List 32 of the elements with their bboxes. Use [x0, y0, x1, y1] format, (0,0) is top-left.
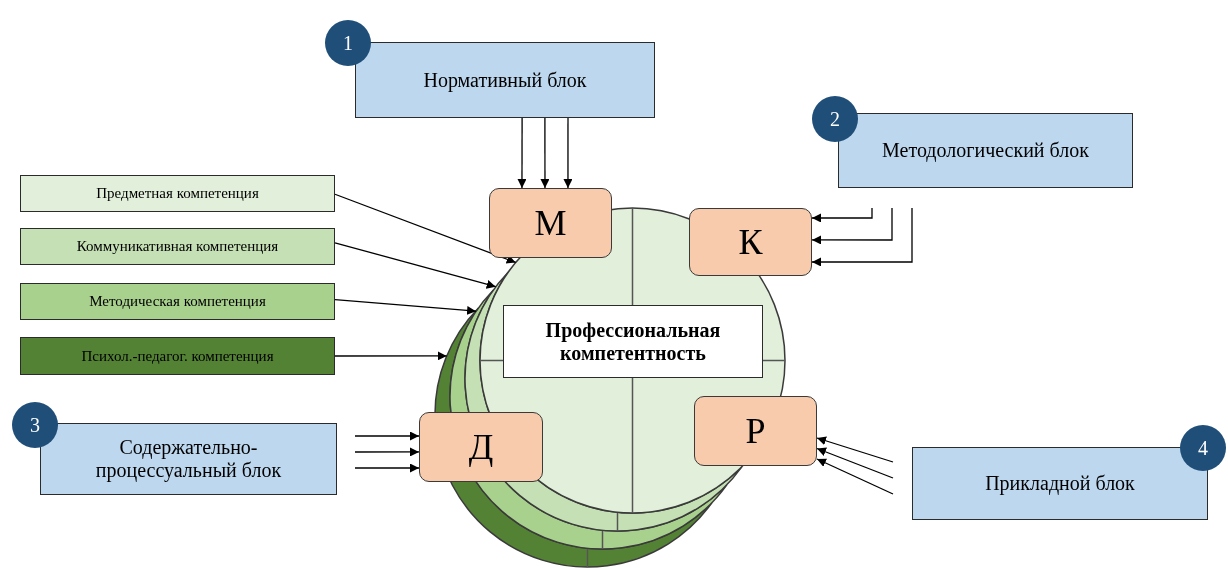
arrow [334, 351, 448, 361]
arrow [816, 436, 894, 463]
number-badge: 2 [812, 96, 858, 142]
arrow [563, 117, 573, 189]
block-box: Нормативный блок [355, 42, 655, 118]
competence-box: Коммуникативная компетенция [20, 228, 335, 265]
letter-box: М [489, 188, 612, 258]
arrow [816, 447, 894, 479]
center-box: Профессиональная компетентность [503, 305, 763, 378]
block-box: Содержательно-процессуальный блок [40, 423, 337, 495]
letter-box: Р [694, 396, 817, 466]
arrow [811, 207, 913, 267]
arrow [517, 117, 527, 189]
competence-box: Предметная компетенция [20, 175, 335, 212]
block-box: Методологический блок [838, 113, 1133, 188]
number-badge: 3 [12, 402, 58, 448]
letter-box: Д [419, 412, 543, 482]
arrow [354, 431, 420, 441]
arrow [334, 242, 497, 289]
arrow [811, 207, 893, 245]
number-badge: 1 [325, 20, 371, 66]
arrow [540, 117, 550, 189]
number-badge: 4 [1180, 425, 1226, 471]
arrow [811, 207, 873, 223]
arrow [354, 447, 420, 457]
competence-box: Методическая компетенция [20, 283, 335, 320]
arrow [334, 299, 477, 315]
letter-box: К [689, 208, 812, 276]
arrow [816, 458, 894, 495]
competence-box: Психол.-педагог. компетенция [20, 337, 335, 375]
arrow [334, 193, 517, 264]
arrow [354, 463, 420, 473]
